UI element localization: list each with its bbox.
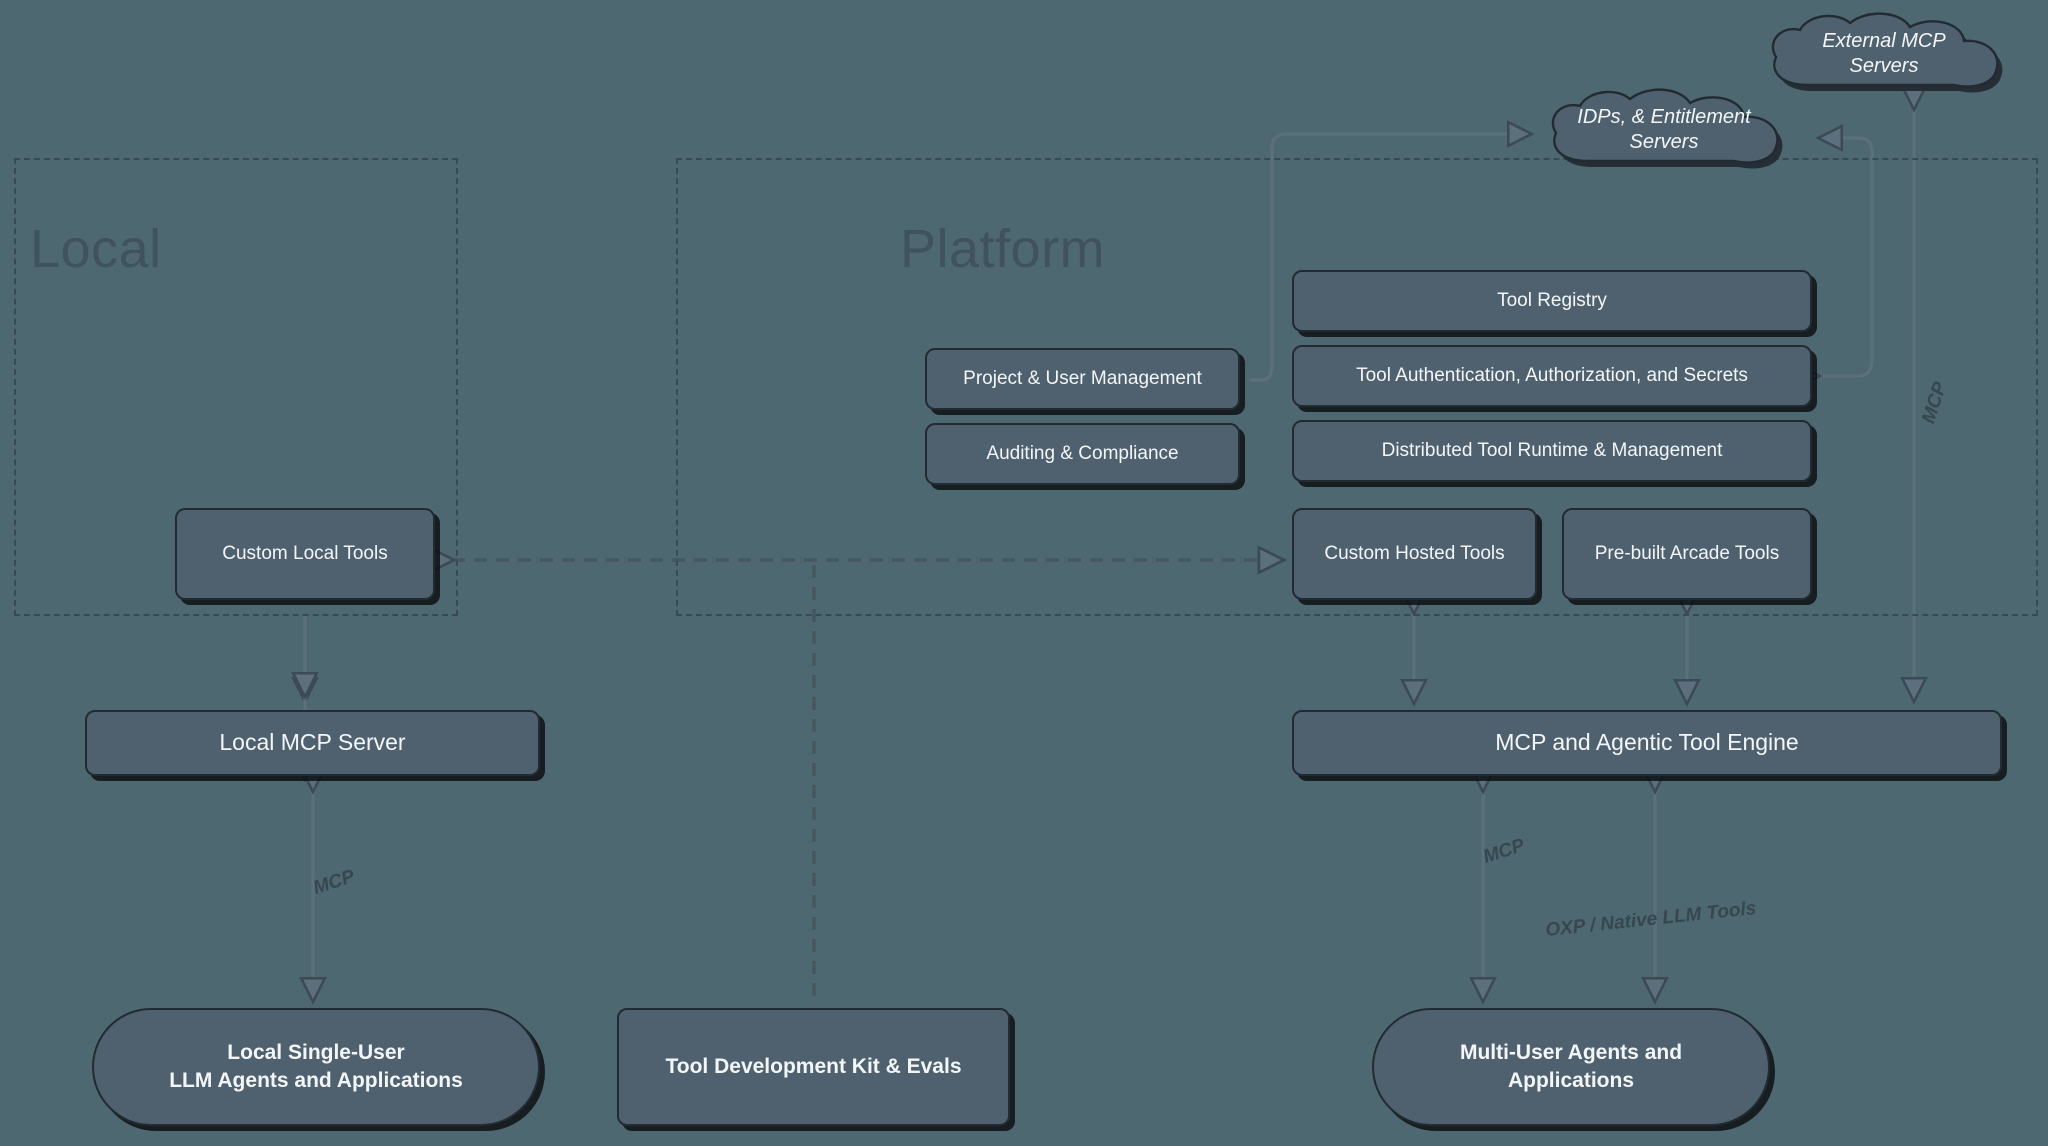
node-label: Project & User Management [963,368,1202,390]
node-label: MCP and Agentic Tool Engine [1495,729,1799,756]
node-project-user-management[interactable]: Project & User Management [925,348,1240,410]
zone-local [14,158,458,616]
cloud-external-mcp-servers[interactable]: External MCP Servers [1760,6,2008,102]
node-local-mcp-server[interactable]: Local MCP Server [85,710,540,776]
cloud-idps-entitlement-servers[interactable]: IDPs, & Entitlement Servers [1540,80,1788,180]
cloud-shape [1771,12,2003,93]
node-label: Multi-User Agents and Applications [1459,1040,1683,1092]
node-auditing-compliance[interactable]: Auditing & Compliance [925,423,1240,485]
node-tool-auth[interactable]: Tool Authentication, Authorization, and … [1292,345,1812,407]
zone-local-title: Local [30,219,162,279]
node-pre-built-arcade-tools[interactable]: Pre-built Arcade Tools [1562,508,1812,600]
zone-platform-title: Platform [900,219,1106,279]
node-label: Custom Local Tools [222,543,388,565]
node-distributed-runtime[interactable]: Distributed Tool Runtime & Management [1292,420,1812,482]
edge-label-mcp-platform: MCP [1480,835,1528,869]
cloud-label: External MCP Servers [1822,30,1946,77]
zone-platform [676,158,2038,616]
node-custom-local-tools[interactable]: Custom Local Tools [175,508,435,600]
node-label: Distributed Tool Runtime & Management [1381,440,1723,462]
node-label: Auditing & Compliance [986,443,1179,465]
node-multi-user-agents[interactable]: Multi-User Agents and Applications [1372,1008,1770,1126]
node-label: Pre-built Arcade Tools [1594,543,1780,565]
node-label: Local Single-User LLM Agents and Applica… [169,1040,463,1092]
cloud-label: IDPs, & Entitlement Servers [1577,106,1751,153]
cloud-shape [1551,88,1783,169]
node-local-agents[interactable]: Local Single-User LLM Agents and Applica… [92,1008,540,1126]
edge-label-oxp-native-tools: OXP / Native LLM Tools [1544,897,1758,942]
node-tool-development-kit[interactable]: Tool Development Kit & Evals [617,1008,1010,1126]
edge-label-mcp-local: MCP [310,866,358,900]
node-label: Tool Authentication, Authorization, and … [1356,365,1748,387]
node-label: Tool Development Kit & Evals [665,1054,962,1078]
node-label: Custom Hosted Tools [1324,543,1505,565]
node-label: Local MCP Server [219,729,406,756]
node-mcp-agentic-tool-engine[interactable]: MCP and Agentic Tool Engine [1292,710,2002,776]
node-label: Tool Registry [1497,290,1607,312]
node-tool-registry[interactable]: Tool Registry [1292,270,1812,332]
node-custom-hosted-tools[interactable]: Custom Hosted Tools [1292,508,1537,600]
